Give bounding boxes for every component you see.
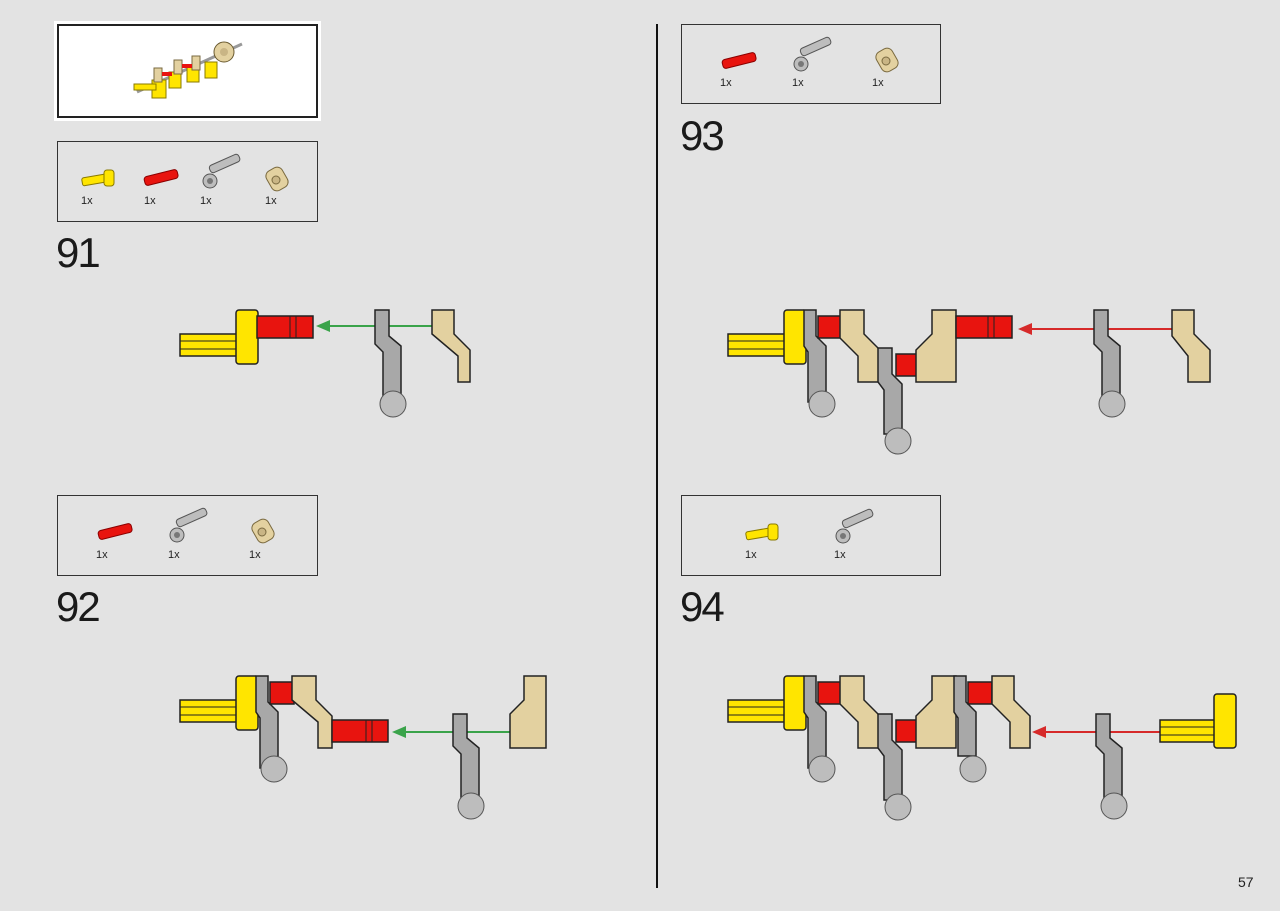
qty-label: 1x [200,195,212,207]
qty-label: 1x [168,549,180,561]
step-94-assembly [727,675,1237,821]
page-number: 57 [1238,874,1254,890]
tan-liftarm-icon [265,166,289,192]
step-number: 94 [680,583,725,630]
subassembly-preview [57,24,318,118]
yellow-axle-icon [81,169,115,187]
red-pin-icon [97,523,133,540]
qty-label: 1x [81,195,93,207]
step-92-assembly [179,675,547,820]
step-number: 91 [56,229,101,276]
step-number: 92 [56,583,101,630]
red-pin-icon [721,52,757,69]
column-divider [656,24,658,888]
step-91-assembly [179,309,471,418]
red-pin-icon [143,169,179,186]
tan-liftarm-icon [251,518,275,544]
qty-label: 1x [834,549,846,561]
qty-label: 1x [745,549,757,561]
qty-label: 1x [144,195,156,207]
gray-crank-icon [169,507,208,543]
parts-list-step-91: 1x 1x 1x 1x [57,141,318,222]
step-number: 93 [680,112,725,159]
qty-label: 1x [249,549,261,561]
qty-label: 1x [265,195,277,207]
qty-label: 1x [872,77,884,89]
parts-icons [721,36,899,73]
qty-label: 1x [96,549,108,561]
crankshaft-preview-icon [133,41,243,99]
step-93-assembly [727,309,1211,455]
parts-icons [745,508,874,544]
tan-liftarm-icon [875,47,899,73]
qty-label: 1x [792,77,804,89]
parts-list-step-92: 1x 1x 1x [57,495,318,576]
parts-icons [97,507,275,544]
qty-label: 1x [720,77,732,89]
gray-crank-icon [793,36,832,72]
gray-crank-icon [835,508,874,544]
parts-list-step-93: 1x 1x 1x [681,24,941,104]
yellow-axle-icon [745,523,779,541]
parts-icons [81,153,289,192]
parts-list-step-94: 1x 1x [681,495,941,576]
gray-crank-icon [202,153,241,189]
